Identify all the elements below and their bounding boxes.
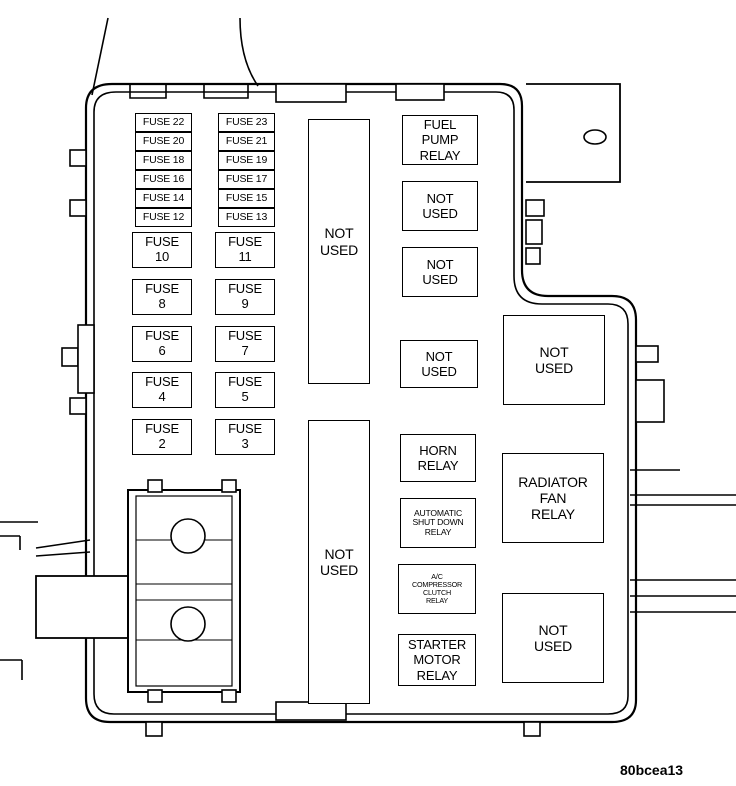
fuse-4: FUSE 4: [132, 372, 192, 408]
fuse-16: FUSE 16: [135, 170, 192, 189]
figure-code: 80bcea13: [620, 762, 684, 778]
fuse-6: FUSE 6: [132, 326, 192, 362]
fuse-5: FUSE 5: [215, 372, 275, 408]
fuse-17: FUSE 17: [218, 170, 275, 189]
fuse-14: FUSE 14: [135, 189, 192, 208]
ac-compressor-clutch-relay: A/C COMPRESSOR CLUTCH RELAY: [398, 564, 476, 614]
starter-motor-relay: STARTER MOTOR RELAY: [398, 634, 476, 686]
fuse-19: FUSE 19: [218, 151, 275, 170]
not-used-relay-large-1: NOT USED: [503, 315, 605, 405]
radiator-fan-relay: RADIATOR FAN RELAY: [502, 453, 604, 543]
fuse-22: FUSE 22: [135, 113, 192, 132]
not-used-relay-2: NOT USED: [402, 247, 478, 297]
fuse-20: FUSE 20: [135, 132, 192, 151]
not-used-cavity-upper: NOT USED: [308, 119, 370, 384]
fuse-11: FUSE 11: [215, 232, 275, 268]
not-used-cavity-lower: NOT USED: [308, 420, 370, 704]
horn-relay: HORN RELAY: [400, 434, 476, 482]
automatic-shut-down-relay: AUTOMATIC SHUT DOWN RELAY: [400, 498, 476, 548]
fuse-8: FUSE 8: [132, 279, 192, 315]
fuse-10: FUSE 10: [132, 232, 192, 268]
fuse-15: FUSE 15: [218, 189, 275, 208]
fuse-23: FUSE 23: [218, 113, 275, 132]
not-used-relay-large-2: NOT USED: [502, 593, 604, 683]
not-used-relay-3: NOT USED: [400, 340, 478, 388]
fuse-7: FUSE 7: [215, 326, 275, 362]
not-used-relay-1: NOT USED: [402, 181, 478, 231]
fuse-9: FUSE 9: [215, 279, 275, 315]
fuse-2: FUSE 2: [132, 419, 192, 455]
fuse-13: FUSE 13: [218, 208, 275, 227]
fuse-3: FUSE 3: [215, 419, 275, 455]
fuel-pump-relay: FUEL PUMP RELAY: [402, 115, 478, 165]
fuse-12: FUSE 12: [135, 208, 192, 227]
fuse-18: FUSE 18: [135, 151, 192, 170]
fuse-21: FUSE 21: [218, 132, 275, 151]
